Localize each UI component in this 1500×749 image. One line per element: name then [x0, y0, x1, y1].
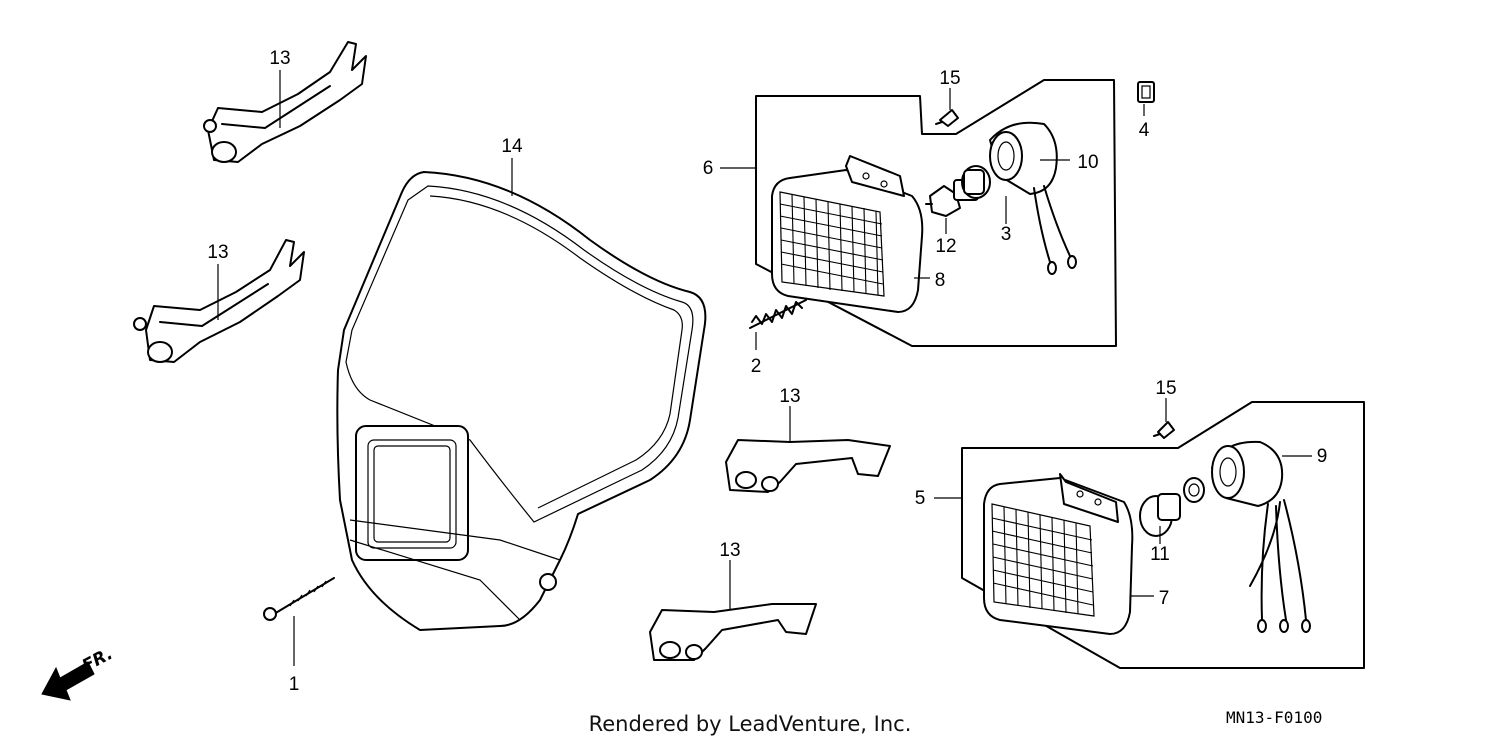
spring-2[interactable] — [749, 299, 807, 329]
callout-13a: 13 — [269, 48, 290, 69]
headlight-unit-7[interactable] — [983, 473, 1134, 635]
headlight-cowl-14[interactable] — [336, 171, 707, 631]
callout-2: 2 — [751, 356, 762, 377]
screw-15-upper[interactable] — [935, 109, 959, 127]
callout-14: 14 — [501, 136, 523, 157]
callout-3: 3 — [1001, 224, 1012, 245]
headlight-unit-8[interactable] — [771, 155, 924, 313]
callout-15a: 15 — [939, 68, 960, 89]
screw-15-lower[interactable] — [1153, 421, 1175, 439]
callout-1: 1 — [289, 674, 300, 695]
leader-lines — [217, 70, 1312, 666]
socket-harness-9[interactable] — [1211, 440, 1311, 633]
bracket-13-right-upper[interactable] — [725, 439, 891, 493]
callout-6: 6 — [703, 158, 714, 179]
front-direction-arrow: FR. — [41, 644, 116, 701]
callout-13d: 13 — [719, 540, 740, 561]
callout-8: 8 — [935, 270, 946, 291]
callout-11: 11 — [1150, 544, 1170, 565]
clip-4[interactable] — [1137, 81, 1155, 103]
callout-10: 10 — [1077, 152, 1098, 173]
dust-cover-10[interactable] — [989, 121, 1077, 275]
socket-3[interactable] — [961, 165, 991, 199]
assembly-frame-6 — [755, 79, 1117, 347]
bulb-11[interactable] — [1139, 477, 1205, 537]
callout-12: 12 — [935, 236, 956, 257]
callout-labels: 13 13 14 1 2 6 5 15 15 4 10 3 12 8 13 13… — [207, 48, 1327, 695]
callout-13b: 13 — [207, 242, 228, 263]
bracket-13-middle[interactable] — [133, 239, 305, 363]
bracket-13-right-lower[interactable] — [649, 603, 817, 661]
screw-1[interactable] — [263, 577, 335, 621]
callout-4: 4 — [1139, 120, 1150, 141]
callout-7: 7 — [1159, 588, 1170, 609]
callout-9: 9 — [1317, 446, 1328, 467]
diagram-code: MN13-F0100 — [1226, 708, 1323, 727]
credit-text: Rendered by LeadVenture, Inc. — [588, 712, 912, 736]
callout-15b: 15 — [1155, 378, 1176, 399]
callout-13c: 13 — [779, 386, 800, 407]
callout-5: 5 — [915, 488, 926, 509]
